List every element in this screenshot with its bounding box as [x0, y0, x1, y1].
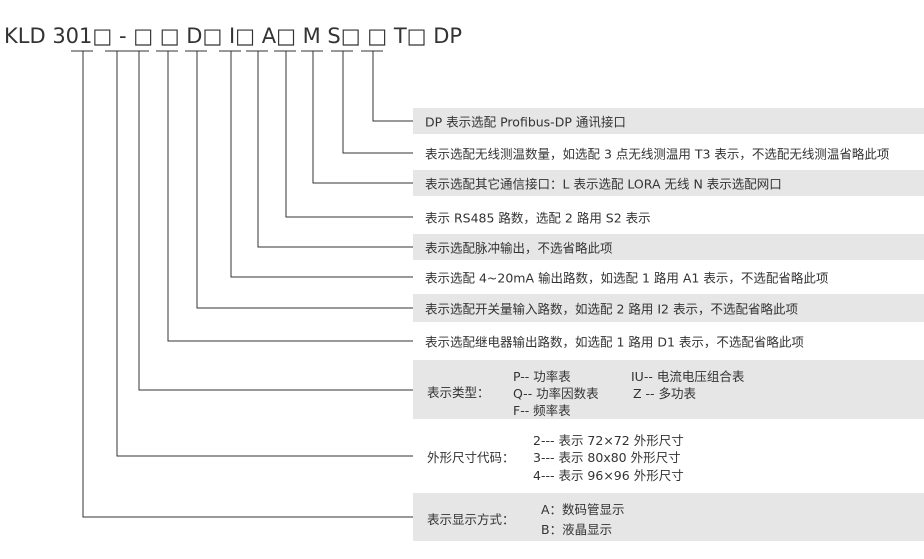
code-segment: I [228, 24, 236, 48]
display-group: 表示显示方式： A：数码管显示 B：液晶显示 [413, 493, 924, 541]
code-segment [255, 24, 262, 48]
size-item-4: 4--- 表示 96×96 外形尺寸 [533, 468, 684, 483]
code-segment [112, 24, 119, 48]
desc-rs485: 表示 RS485 路数，选配 2 路用 S2 表示 [413, 202, 924, 232]
connector-size [105, 50, 413, 457]
code-segment: D [186, 24, 203, 48]
code-segment: DP [433, 24, 463, 48]
size-group-label: 外形尺寸代码： [427, 450, 515, 465]
code-segment: □ [133, 24, 154, 48]
code-segment: □ [406, 24, 427, 48]
code-segment: S [327, 24, 341, 48]
code-segment [153, 24, 160, 48]
code-segment: - [118, 24, 127, 48]
desc-wireless-temp: 表示选配无线测温数量，如选配 3 点无线测温用 T3 表示，不选配无线测温省略此… [413, 139, 924, 167]
type-item-q: Q-- 功率因数表 [513, 386, 599, 401]
code-segment: M [302, 24, 321, 48]
desc-rs485-text: 表示 RS485 路数，选配 2 路用 S2 表示 [425, 210, 651, 226]
desc-relay-out-text: 表示选配继电器输出路数，如选配 1 路用 D1 表示，不选配省略此项 [425, 334, 804, 350]
code-segment [180, 24, 187, 48]
code-segment [387, 24, 394, 48]
connector-pulse [246, 50, 413, 248]
desc-analog-out-text: 表示选配 4~20mA 输出路数，如选配 1 路用 A1 表示，不选配省略此项 [425, 270, 829, 285]
desc-dp: DP 表示选配 Profibus-DP 通讯接口 [413, 108, 924, 134]
connector-switch-in [185, 50, 413, 309]
code-segment [321, 24, 328, 48]
connector-analog-out [219, 50, 413, 278]
connector-display [71, 50, 413, 518]
code-segment: □ [276, 24, 296, 48]
code-segment: A [261, 24, 277, 48]
code-segment [427, 24, 434, 48]
size-item-2: 2--- 表示 72×72 外形尺寸 [533, 433, 684, 448]
code-segment: □ [202, 24, 223, 48]
desc-switch-in: 表示选配开关量输入路数，如选配 2 路用 I2 表示，不选配省略此项 [413, 294, 924, 322]
connector-type [127, 50, 413, 391]
code-segment [361, 24, 368, 48]
code-segment: □ [367, 24, 388, 48]
code-segment: T [393, 24, 407, 48]
model-code: KLD 301□ - □ □ D□ I□ A□ M S□ □ T□ DP [4, 24, 462, 48]
desc-pulse-text: 表示选配脉冲输出，不选省略此项 [425, 240, 613, 256]
code-segment [222, 24, 229, 48]
desc-switch-in-text: 表示选配开关量输入路数，如选配 2 路用 I2 表示，不选配省略此项 [425, 301, 798, 317]
type-item-z: Z -- 多功表 [633, 386, 697, 401]
desc-pulse: 表示选配脉冲输出，不选省略此项 [413, 234, 924, 260]
code-segment: □ [159, 24, 180, 48]
desc-analog-out: 表示选配 4~20mA 输出路数，如选配 1 路用 A1 表示，不选配省略此项 [413, 262, 924, 291]
desc-relay-out: 表示选配继电器输出路数，如选配 1 路用 D1 表示，不选配省略此项 [413, 326, 924, 356]
desc-wireless-temp-text: 表示选配无线测温数量，如选配 3 点无线测温用 T3 表示，不选配无线测温省略此… [425, 146, 890, 162]
code-segment: KLD 301 [4, 24, 93, 48]
size-item-3: 3--- 表示 80x80 外形尺寸 [533, 450, 681, 465]
type-item-f: F-- 频率表 [513, 403, 571, 418]
display-item-a: A：数码管显示 [541, 502, 625, 517]
connector-dp [361, 50, 413, 122]
type-group-label: 表示类型： [427, 385, 490, 400]
code-segment: □ [235, 24, 256, 48]
type-item-iu: IU-- 电流电压组合表 [631, 369, 745, 384]
connector-rs485 [274, 50, 413, 218]
type-item-p: P-- 功率表 [513, 369, 571, 384]
code-segment: □ [92, 24, 113, 48]
code-segment [296, 24, 303, 48]
type-group: 表示类型： P-- 功率表 IU-- 电流电压组合表 Q-- 功率因数表 Z -… [413, 360, 924, 419]
size-group: 外形尺寸代码： 2--- 表示 72×72 外形尺寸 3--- 表示 80x80… [413, 424, 924, 488]
connector-other-comm [301, 50, 413, 184]
display-item-b: B：液晶显示 [541, 522, 613, 537]
desc-dp-text: DP 表示选配 Profibus-DP 通讯接口 [425, 114, 626, 130]
display-group-label: 表示显示方式： [427, 512, 515, 527]
connector-relay-out [156, 50, 413, 342]
code-segment: □ [340, 24, 361, 48]
desc-other-comm: 表示选配其它通信接口：L 表示选配 LORA 无线 N 表示选配网口 [413, 170, 924, 196]
connector-wireless-temp [331, 50, 413, 154]
code-segment [127, 24, 134, 48]
desc-other-comm-text: 表示选配其它通信接口：L 表示选配 LORA 无线 N 表示选配网口 [425, 176, 782, 192]
